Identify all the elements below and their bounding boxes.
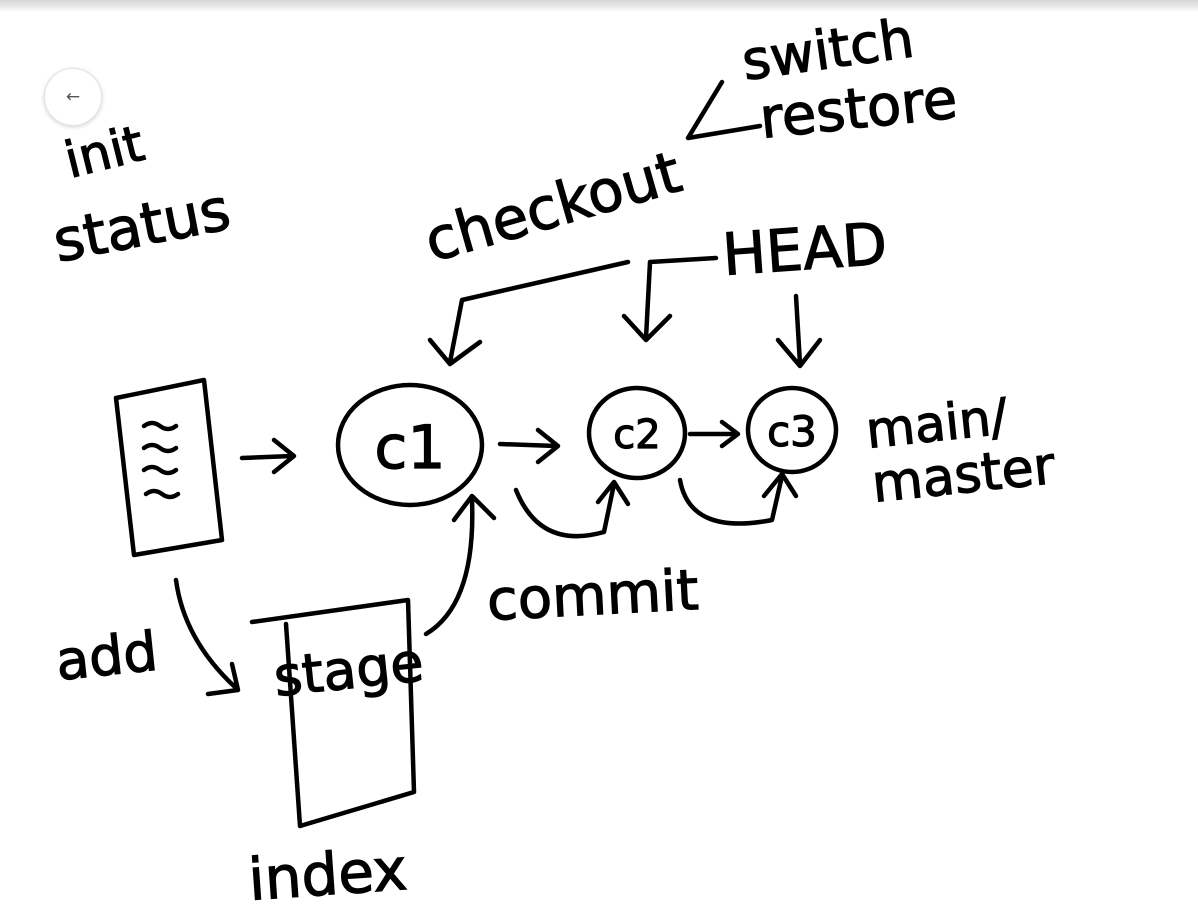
head-arrow-head-c1 (427, 337, 483, 367)
head-arrow-head-c2 (621, 313, 673, 343)
label-commit: commit (485, 558, 700, 634)
doc-line-2 (141, 442, 179, 454)
add-arrow-head (205, 661, 241, 697)
commit-c2-label: c2 (613, 412, 660, 458)
top-bar (0, 0, 1198, 12)
label-add: add (53, 620, 161, 693)
commit-c1-circle (335, 382, 485, 508)
commit-curve-to-c3 (677, 473, 785, 526)
head-arrow-to-c3 (793, 293, 803, 367)
checkout-bracket (685, 79, 763, 141)
doc-line-4 (143, 488, 181, 500)
commit-c1-label: c1 (374, 413, 445, 483)
commit-curve-to-c3-head (761, 471, 799, 499)
head-arrow-to-c1 (447, 259, 631, 365)
add-arrow (173, 577, 239, 691)
head-arrow-head-c3 (775, 337, 823, 369)
arrow-c1-to-c2-head (535, 427, 561, 465)
commit-arrow-stage-to-c1 (423, 497, 475, 637)
commit-curve-to-c2-head (595, 479, 631, 507)
label-head: HEAD (720, 210, 889, 289)
label-index: index (246, 835, 409, 914)
commit-c3-circle (745, 385, 839, 475)
stage-box (249, 597, 417, 829)
label-main: main/ (863, 387, 1010, 460)
arrow-c2-to-c3-head (719, 419, 741, 449)
head-arrow-to-c2 (643, 255, 719, 341)
arrow-doc-to-c1-head (271, 437, 297, 475)
doc-line-1 (141, 420, 179, 432)
arrow-doc-to-c1 (239, 453, 295, 461)
commit-c3-label: c3 (767, 407, 817, 456)
label-status: status (48, 175, 236, 276)
doc-line-3 (141, 464, 179, 476)
label-stage: stage (271, 631, 427, 709)
commit-c2-circle (586, 385, 688, 481)
label-checkout: checkout (417, 138, 688, 276)
arrow-left-icon[interactable]: ← (65, 86, 81, 107)
arrow-c1-to-c2 (497, 441, 559, 449)
back-button[interactable]: ← (44, 68, 102, 126)
working-files-document (113, 377, 225, 558)
label-init: init (59, 114, 150, 189)
commit-arrow-head (451, 493, 497, 523)
commit-curve-to-c2 (513, 481, 617, 539)
